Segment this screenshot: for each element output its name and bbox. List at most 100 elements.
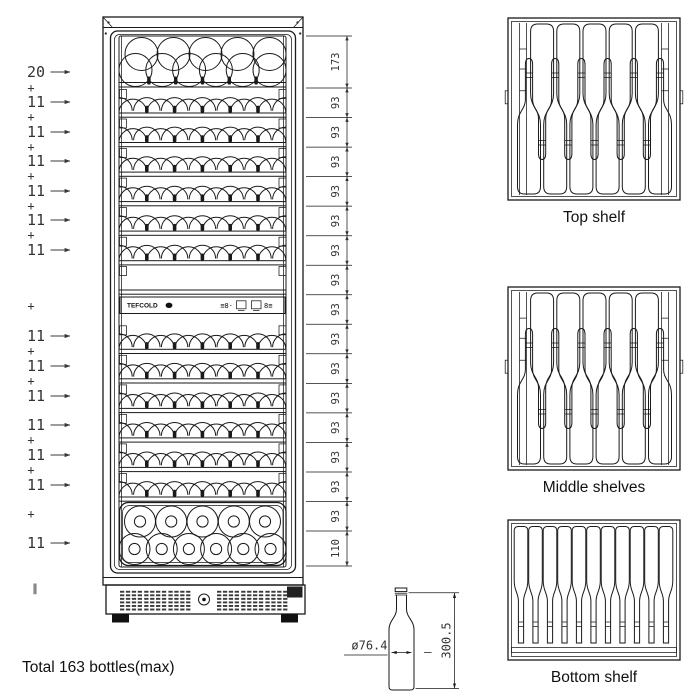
- buttons-icon: ≡8·: [220, 302, 233, 310]
- vent-slat: [137, 608, 142, 611]
- bottle-arc-back: [133, 97, 161, 111]
- bottle-punt-ring: [182, 542, 195, 556]
- bottle-arc-back: [216, 333, 244, 348]
- bottle-top-view-up: [569, 328, 594, 465]
- bottle-arc-back: [133, 392, 161, 407]
- vent-slat: [161, 601, 167, 604]
- shelf-bracket: [119, 118, 127, 129]
- bottle-base-circle: [186, 505, 219, 538]
- bottle-arc-front: [229, 364, 259, 379]
- bottle-arc-front: [119, 453, 148, 468]
- side-rails: [519, 292, 669, 465]
- vent-slat: [228, 590, 234, 593]
- bottle-arc-front: [201, 394, 231, 409]
- bottle-end-circle: [252, 37, 287, 71]
- bottle-count-label: 11: [27, 476, 45, 494]
- vent-slat: [144, 597, 149, 600]
- bottle-count-label: 11: [27, 327, 45, 345]
- bottle-arc-back: [160, 422, 189, 436]
- bottle-arc-front: [146, 394, 176, 409]
- bottle-arc-front: [229, 98, 259, 114]
- vent-slat: [283, 597, 288, 600]
- vent-slat: [125, 597, 131, 600]
- bottle-arc-back: [188, 244, 217, 259]
- empty-shelf-row: [119, 266, 286, 295]
- bottle-arc-back: [272, 392, 286, 407]
- vent-slat: [241, 605, 246, 607]
- bottle-base-circle: [227, 533, 260, 565]
- bottle-arc-back: [119, 362, 133, 377]
- bottle-arc-back: [160, 244, 189, 259]
- shelf-bar: [119, 466, 286, 473]
- bottle-arc-front: [146, 334, 176, 350]
- bottle-top-view-down: [556, 292, 581, 429]
- bottle-count-label: 11: [27, 241, 45, 259]
- bottle-arc-back: [216, 451, 244, 466]
- bottle-arc-front: [257, 157, 286, 173]
- tray-front-bar: [511, 647, 677, 653]
- wine-shelf-row: [119, 473, 286, 502]
- vent-slat: [234, 590, 239, 593]
- side-rails: [519, 23, 669, 195]
- vent-slat: [174, 601, 179, 604]
- bottle-arc-front: [174, 334, 203, 350]
- bottle-cap: [394, 587, 408, 593]
- bottle-arc-back: [160, 156, 189, 170]
- bottle-arc-front: [201, 482, 231, 498]
- bottle-arc-back: [244, 97, 272, 111]
- bottle-arc-back: [216, 422, 244, 436]
- bottle-top-view-down: [556, 23, 581, 160]
- bottle-arc-front: [257, 423, 286, 438]
- bottle-arc-front: [174, 364, 203, 379]
- bottle-top-view-down: [629, 526, 645, 644]
- vent-slat: [241, 601, 246, 604]
- bottle-arc-back: [272, 156, 286, 170]
- vent-slat: [222, 601, 228, 604]
- bottle-arc-back: [119, 185, 133, 200]
- dimension-label: 93: [330, 244, 342, 257]
- shelf-bracket: [119, 384, 127, 395]
- vent-slat: [150, 608, 155, 611]
- bottle-arc-front: [146, 364, 176, 379]
- vent-slat: [120, 597, 125, 600]
- vent-slat: [222, 605, 228, 607]
- bottle-arc-front: [201, 157, 231, 173]
- ventilation-grille: [120, 590, 288, 611]
- vent-slat: [217, 597, 222, 600]
- detail-frame-inner: [511, 21, 677, 197]
- bottle-punt-ring: [227, 515, 240, 528]
- vent-slat: [253, 601, 258, 604]
- bottle-arc-back: [244, 362, 272, 377]
- bottle-diameter-label: ø76.4: [351, 639, 387, 653]
- dimension-label: 93: [330, 215, 342, 228]
- glass-door-frame: [109, 30, 297, 574]
- detail-frame: [507, 519, 681, 661]
- bottle-arc-front: [174, 98, 203, 114]
- bottle-arc-front: [201, 364, 231, 379]
- vent-slat: [253, 608, 258, 611]
- bottle-top-view-down: [634, 292, 659, 429]
- vent-slat: [144, 590, 149, 593]
- screw-dot: [299, 32, 302, 35]
- bottle-cap-band: [394, 592, 408, 596]
- bottle-base-circle: [254, 533, 287, 565]
- bottle-arc-back: [188, 392, 217, 407]
- vent-slat: [156, 594, 161, 597]
- bottle-arc-back: [119, 451, 133, 466]
- vent-slat: [253, 605, 258, 607]
- dimension-label: 93: [330, 156, 342, 169]
- bottom-shelf-bottles: [118, 501, 287, 567]
- bottle-count-label: 11: [27, 93, 45, 111]
- bottle-arc-back: [188, 362, 217, 377]
- bottle-arc-front: [146, 128, 176, 143]
- bottle-arc-front: [174, 394, 203, 409]
- plus-sign: +: [27, 299, 34, 313]
- vent-slat: [217, 605, 222, 607]
- bottle-arc-back: [160, 185, 189, 200]
- bottle-arc-front: [119, 394, 148, 409]
- vent-slat: [228, 597, 234, 600]
- bottle-top-view-down: [644, 526, 659, 644]
- vent-slat: [247, 605, 252, 607]
- vent-slat: [120, 601, 125, 604]
